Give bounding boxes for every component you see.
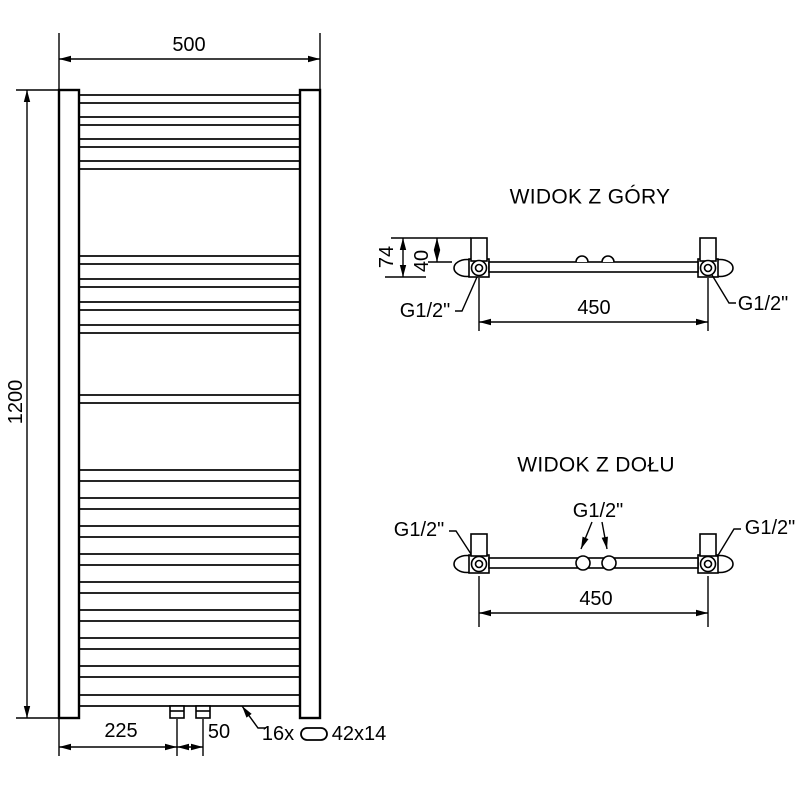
top-left-connection-label: G1/2"	[399, 300, 451, 322]
bottom-left-connection-label: G1/2"	[393, 519, 445, 541]
top-view-title: WIDOK Z GÓRY	[509, 185, 671, 209]
top-right-connection-label: G1/2"	[737, 293, 789, 315]
front-height-dim-label: 1200	[5, 379, 27, 425]
top-view-body	[453, 237, 734, 278]
front-offset-dim-label: 225	[104, 720, 138, 742]
dimension-1200	[16, 89, 80, 719]
bottom-view-body	[453, 533, 734, 574]
dimension-225-50	[58, 718, 204, 756]
tube-profile-leader	[241, 705, 266, 729]
tube-profile-symbol	[300, 727, 328, 741]
tube-count-label: 16x	[261, 723, 295, 745]
front-view-columns	[57, 88, 322, 720]
bottom-view-title: WIDOK Z DOŁU	[517, 453, 675, 477]
top-depth-dim-label: 74	[376, 245, 398, 269]
dimension-500	[58, 33, 321, 90]
tube-profile-label: 42x14	[331, 723, 387, 745]
front-width-dim-label: 500	[172, 34, 206, 56]
bottom-view-dimensions	[449, 521, 741, 627]
front-view-connection-stubs	[169, 705, 211, 719]
top-view-dimensions	[385, 237, 736, 331]
top-offset-dim-label: 40	[411, 249, 433, 273]
front-view-tubes	[78, 94, 301, 707]
bottom-span-dim-label: 450	[579, 588, 613, 610]
front-gap-dim-label: 50	[207, 721, 231, 743]
bottom-center-connection-label: G1/2"	[572, 500, 624, 522]
bottom-right-connection-label: G1/2"	[744, 517, 796, 539]
top-span-dim-label: 450	[577, 297, 611, 319]
